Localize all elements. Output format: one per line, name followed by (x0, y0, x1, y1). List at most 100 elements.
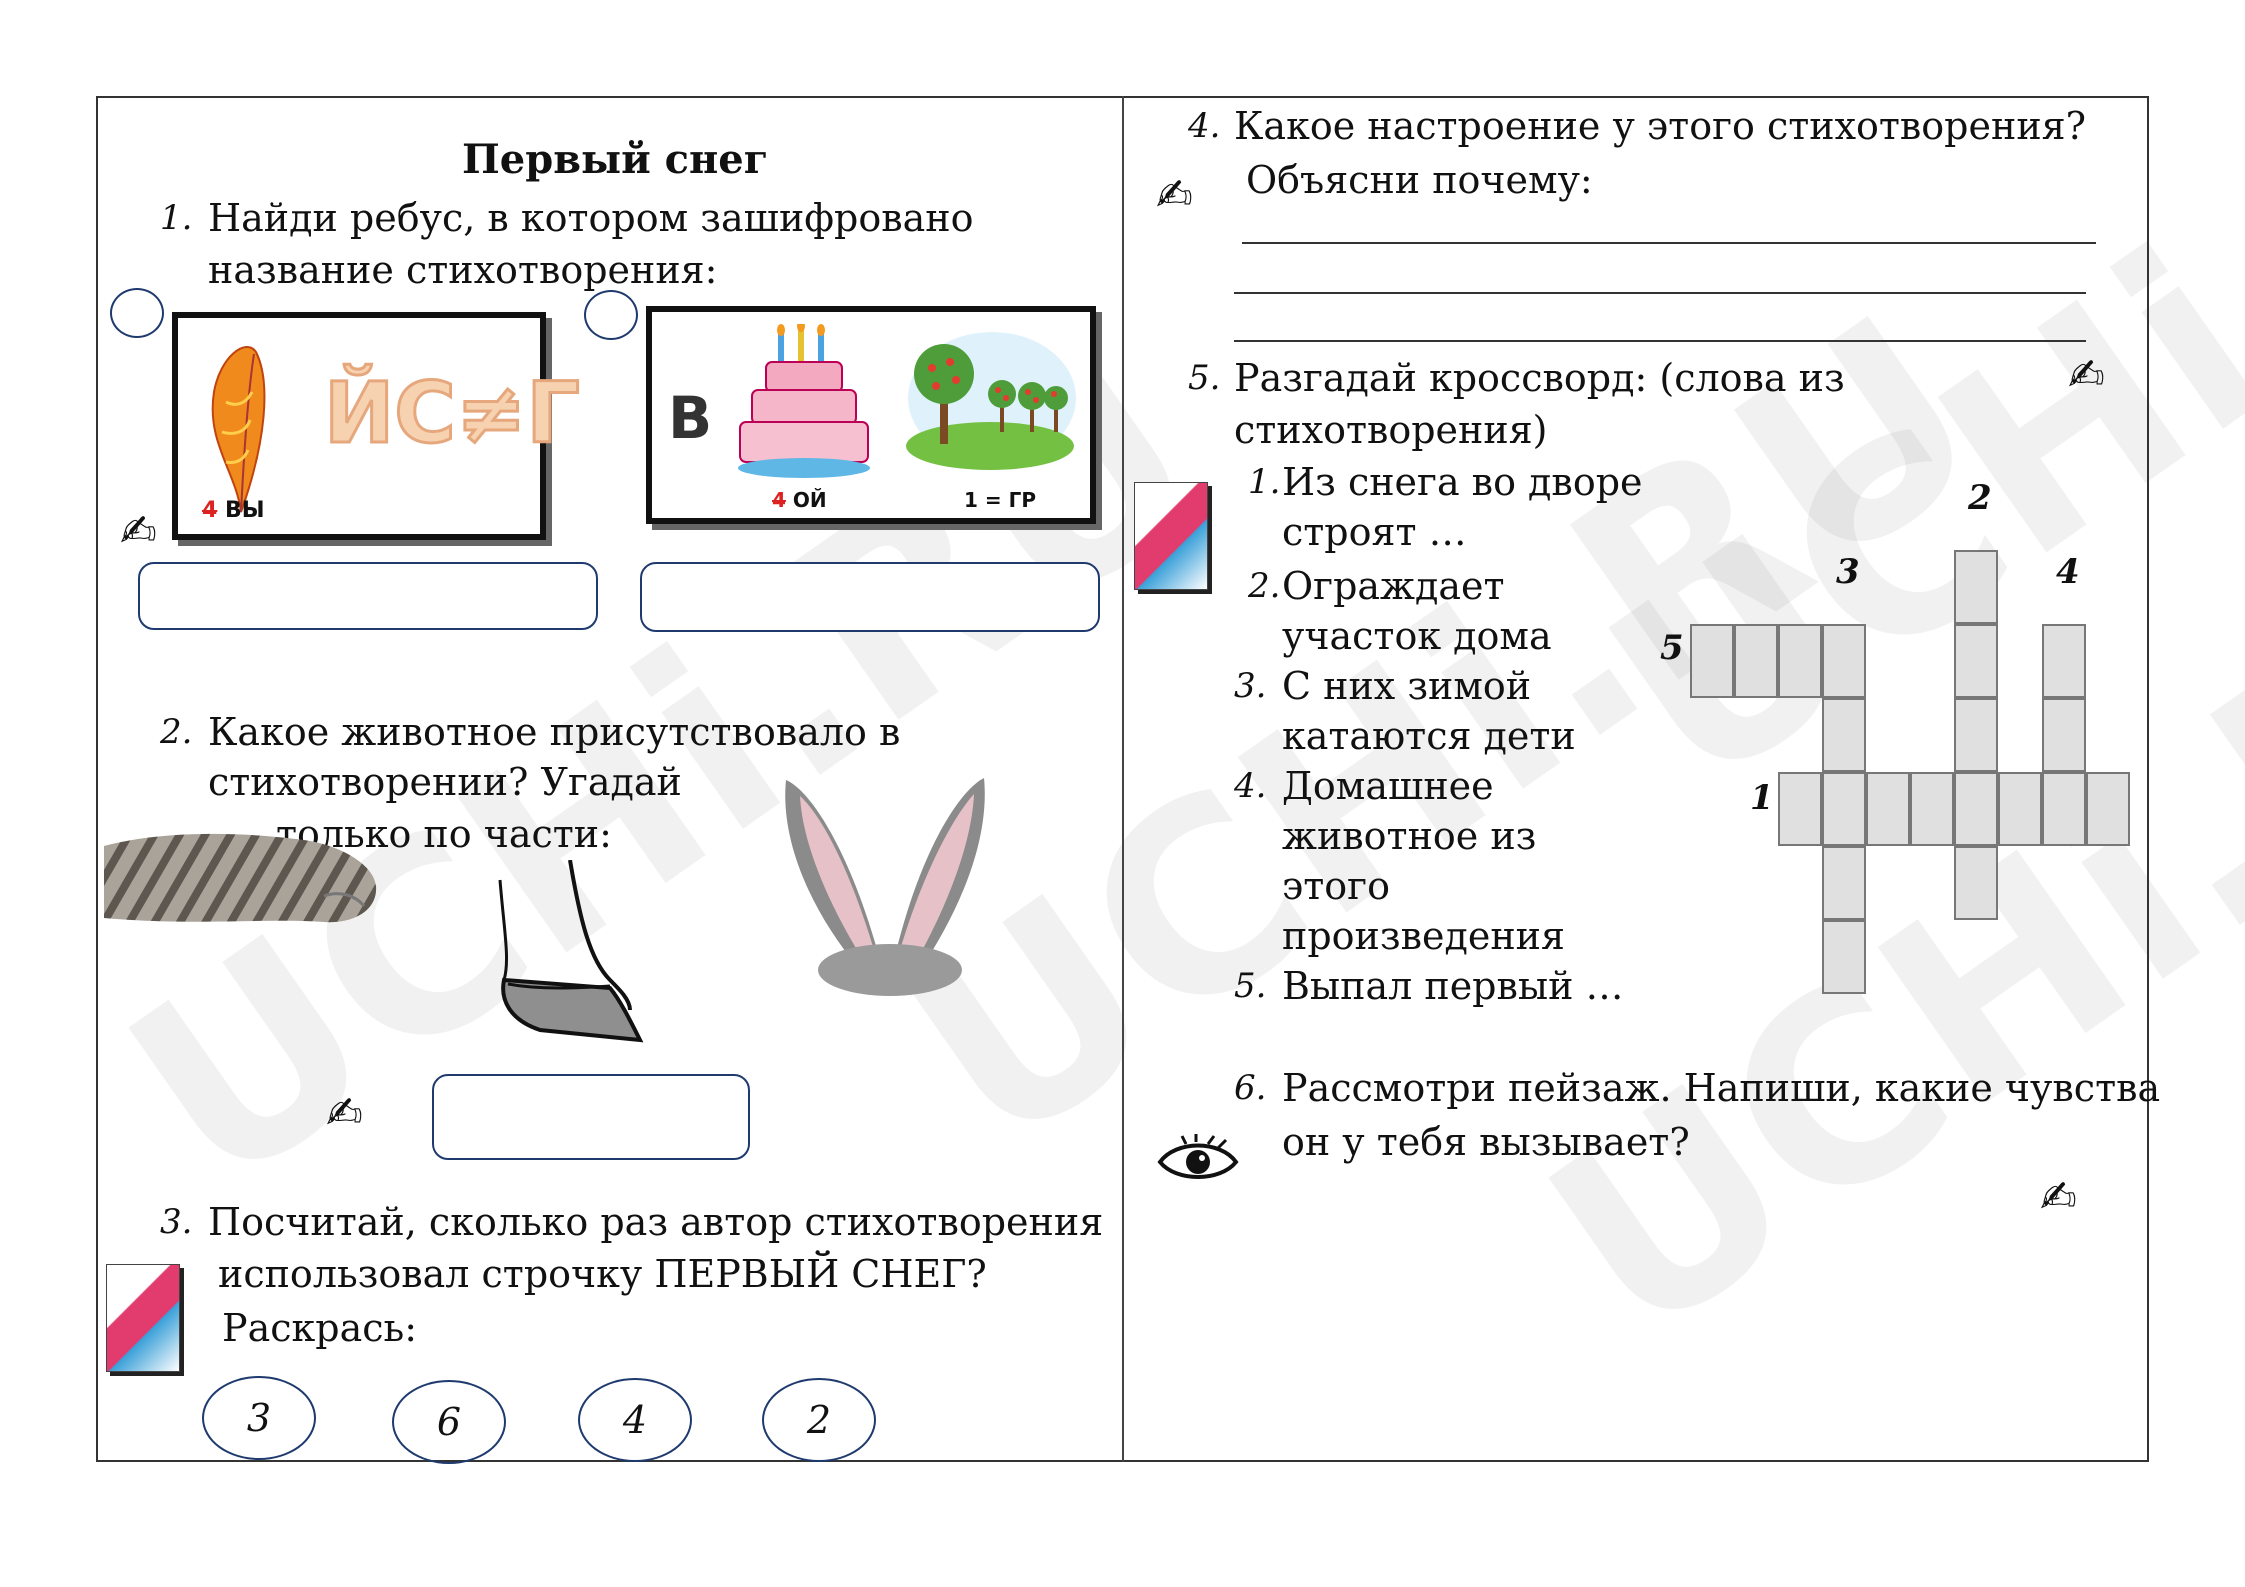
task5-line2: стихотворения) (1234, 408, 1548, 452)
eye-icon (1157, 1134, 1239, 1179)
task2-line1: Какое животное присутствовало в (208, 710, 901, 754)
crossword-cell[interactable] (1778, 772, 1822, 846)
clue-4-line3: этого (1282, 864, 1390, 908)
crossword-number-4: 4 (2056, 552, 2080, 592)
clue-2-line2: участок дома (1282, 614, 1552, 658)
rabbit-ears-image (785, 778, 985, 996)
count-option-4[interactable]: 2 (762, 1378, 876, 1462)
crossword-cell[interactable] (1954, 846, 1998, 920)
count-option-2[interactable]: 6 (392, 1380, 506, 1464)
crossword-cell[interactable] (1778, 624, 1822, 698)
crossword-cell[interactable] (2042, 772, 2086, 846)
clue-3-line2: катаются дети (1282, 714, 1576, 758)
cake-icon (738, 324, 870, 478)
clue-4-number: 4. (1234, 766, 1267, 806)
book-icon (1134, 482, 1208, 590)
choice-circle-1[interactable] (110, 288, 164, 338)
task3-line2: использовал строчку ПЕРВЫЙ СНЕГ? (218, 1252, 987, 1296)
feather-icon (211, 346, 266, 513)
rebus1-caption-text: ВЫ (224, 498, 265, 523)
crossword-number-3: 3 (1836, 552, 1860, 592)
crossword-number-1: 1 (1750, 778, 1774, 818)
task2-number: 2. (160, 712, 193, 752)
crossword-cell[interactable] (1822, 772, 1866, 846)
crossword-cell[interactable] (1998, 772, 2042, 846)
task1-line1: Найди ребус, в котором зашифровано (208, 196, 974, 240)
task4-line2: Объясни почему: (1246, 158, 1593, 202)
clue-3-line1: С них зимой (1282, 664, 1532, 708)
rebus1-strike: 4 (202, 498, 218, 523)
crossword-cell[interactable] (2042, 624, 2086, 698)
clue-2-number: 2. (1248, 566, 1281, 606)
clue-2-line1: Ограждает (1282, 564, 1505, 608)
count-option-3[interactable]: 4 (578, 1378, 692, 1462)
crossword-cell[interactable] (1954, 550, 1998, 624)
task6-line2: он у тебя вызывает? (1282, 1120, 1690, 1164)
book-icon (106, 1264, 180, 1372)
answer-box-rebus-2[interactable] (640, 562, 1100, 632)
rebus2-caption-text: ОЙ (792, 488, 827, 512)
task6-line1: Рассмотри пейзаж. Напиши, какие чувства (1282, 1066, 2161, 1110)
crossword-cell[interactable] (2042, 698, 2086, 772)
task5-line1: Разгадай кроссворд: (слова из (1234, 356, 1845, 400)
writing-hand-icon: ✍ (120, 506, 157, 557)
crossword-cell[interactable] (1910, 772, 1954, 846)
crossword-cell[interactable] (1866, 772, 1910, 846)
crossword-cell[interactable] (1822, 920, 1866, 994)
crossword-cell[interactable] (1954, 624, 1998, 698)
clue-1-line1: Из снега во дворе (1282, 460, 1643, 504)
crossword-cell[interactable] (2086, 772, 2130, 846)
rebus-card-2: В 4 ОЙ 1 = ГР (646, 306, 1096, 524)
task1-number: 1. (160, 198, 193, 238)
rebus2-strike: 4 (772, 488, 786, 512)
clue-1-number: 1. (1248, 462, 1281, 502)
writing-hand-icon: ✍ (2040, 1172, 2077, 1223)
writing-hand-icon: ✍ (326, 1088, 363, 1139)
crossword-cell[interactable] (1690, 624, 1734, 698)
clue-4-line4: произведения (1282, 914, 1565, 958)
rebus1-caption: 4 ВЫ (202, 498, 265, 523)
hoof-image (498, 860, 644, 1043)
crossword-number-2: 2 (1968, 478, 1992, 518)
count-option-1[interactable]: 3 (202, 1376, 316, 1460)
rebus2-letter: В (668, 384, 713, 452)
clue-4-line1: Домашнее (1282, 764, 1494, 808)
task4-number: 4. (1188, 106, 1221, 146)
answer-line-1[interactable] (1242, 242, 2096, 244)
rebus-card-1: ЙС≠Г 4 ВЫ (172, 312, 581, 540)
clue-3-number: 3. (1234, 666, 1267, 706)
rebus2-equation: 1 = ГР (964, 488, 1037, 512)
rebus1-letters: ЙС≠Г (323, 363, 582, 464)
clue-4-line2: животное из (1282, 814, 1537, 858)
clue-5-line1: Выпал первый … (1282, 964, 1624, 1008)
page-title: Первый снег (462, 136, 769, 183)
answer-line-3[interactable] (1234, 340, 2086, 342)
answer-line-2[interactable] (1234, 292, 2086, 294)
task3-line1: Посчитай, сколько раз автор стихотворени… (208, 1200, 1104, 1244)
task3-line3: Раскрась: (222, 1306, 418, 1350)
task4-line1: Какое настроение у этого стихотворения? (1234, 104, 2086, 148)
crossword-cell[interactable] (1734, 624, 1778, 698)
answer-box-animal[interactable] (432, 1074, 750, 1160)
clue-5-number: 5. (1234, 966, 1267, 1006)
cat-paw-image (104, 833, 377, 923)
crossword-cell[interactable] (1822, 698, 1866, 772)
task1-line2: название стихотворения: (208, 248, 718, 292)
crossword-number-5: 5 (1660, 628, 1684, 668)
writing-hand-icon: ✍ (1156, 170, 1193, 221)
crossword-cell[interactable] (1822, 846, 1866, 920)
apple-tree-icon (906, 332, 1076, 470)
task6-number: 6. (1234, 1068, 1267, 1108)
task2-line2: стихотворении? Угадай (208, 760, 682, 804)
rebus2-caption: 4 ОЙ (772, 488, 827, 512)
task5-number: 5. (1188, 358, 1221, 398)
answer-box-rebus-1[interactable] (138, 562, 598, 630)
page-divider (1122, 96, 1124, 1462)
crossword-cell[interactable] (1954, 772, 1998, 846)
crossword-cell[interactable] (1822, 624, 1866, 698)
clue-1-line2: строят … (1282, 510, 1467, 554)
task3-number: 3. (160, 1202, 193, 1242)
choice-circle-2[interactable] (584, 290, 638, 340)
writing-hand-icon: ✍ (2068, 350, 2105, 401)
crossword-cell[interactable] (1954, 698, 1998, 772)
